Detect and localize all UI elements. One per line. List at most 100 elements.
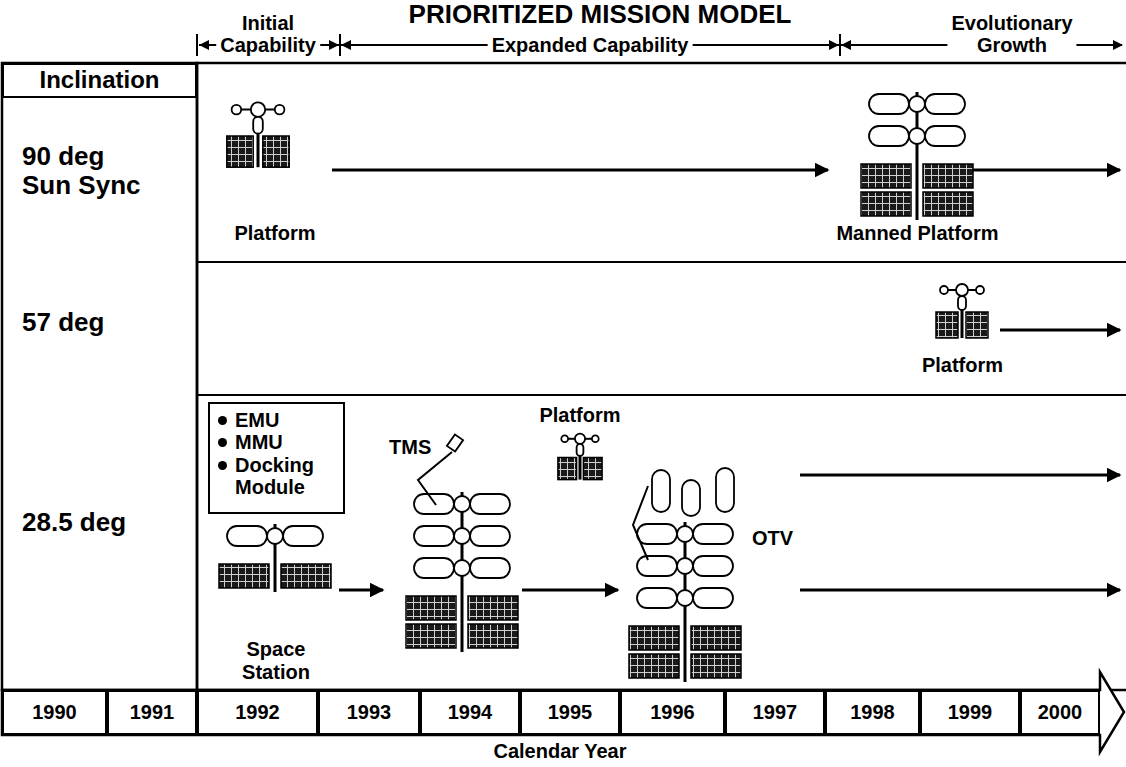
flow-arrow: [332, 169, 828, 172]
node-hub: [267, 528, 283, 544]
node-hub: [454, 496, 470, 512]
solar-array: [468, 624, 518, 648]
platform-icon-text: Platform: [539, 404, 620, 426]
solar-array: [861, 192, 911, 216]
module: [693, 556, 733, 576]
solar-array: [281, 564, 331, 588]
year-cell-text: 1995: [548, 701, 593, 723]
phase-tick: [839, 34, 841, 56]
solar-array: [629, 626, 679, 650]
module: [283, 526, 323, 546]
year-cell: 1997: [725, 690, 825, 735]
station-stage-text: TMS: [389, 436, 431, 458]
station-stage-text: OTV: [752, 527, 793, 549]
solar-array: [629, 654, 679, 678]
module: [470, 494, 510, 514]
row-arrow: [1000, 329, 1120, 332]
year-cell: 1990: [2, 690, 107, 735]
solar-array: [583, 458, 602, 480]
header-cell-text: Inclination: [40, 67, 160, 94]
module: [414, 558, 454, 578]
bullet-dot: [218, 416, 227, 425]
solar-array: [219, 564, 269, 588]
platform-icon: Manned Platform: [830, 84, 1005, 250]
bullet-dot: [218, 461, 227, 470]
module: [958, 296, 966, 310]
station-stage: TMS: [385, 430, 520, 662]
module: [925, 94, 965, 114]
row-label: 57 deg: [4, 308, 194, 348]
year-cell: 1999: [920, 690, 1020, 735]
solar-array: [861, 164, 911, 188]
platform-icon-text: Manned Platform: [836, 222, 998, 244]
module: [716, 468, 734, 512]
node-hub: [251, 102, 265, 116]
phase-label: Initial Capability: [216, 12, 320, 57]
row-arrow: [800, 589, 1120, 592]
solar-array: [406, 596, 456, 620]
row-label: 90 deg Sun Sync: [4, 142, 194, 222]
year-cell-text: 1996: [650, 701, 695, 723]
phase-arrow: [842, 44, 880, 46]
module: [925, 126, 965, 146]
header-cell: Inclination: [2, 63, 197, 98]
platform-icon: Platform: [220, 95, 330, 250]
module: [869, 126, 909, 146]
phase-arrow: [342, 44, 380, 46]
module: [693, 588, 733, 608]
module: [637, 556, 677, 576]
platform-icon: Platform: [530, 404, 630, 482]
table-frame: [197, 63, 1126, 690]
module: [693, 524, 733, 544]
row-label-text: 57 deg: [22, 308, 104, 337]
node-hub: [909, 96, 925, 112]
solar-array: [966, 312, 988, 338]
bullet-item: EMU: [216, 409, 279, 431]
year-cell: 1994: [420, 690, 520, 735]
year-cell: 1991: [107, 690, 197, 735]
phase-label-text: Expanded Capability: [488, 34, 693, 56]
phase-tick: [339, 34, 341, 56]
row-arrow: [958, 169, 1120, 172]
module: [577, 444, 584, 456]
module: [227, 526, 267, 546]
node-hub: [454, 560, 470, 576]
node-hub: [956, 284, 968, 296]
solar-array: [468, 596, 518, 620]
year-cell-text: 1993: [347, 701, 392, 723]
bullet-dot: [218, 438, 227, 447]
phase-tick: [196, 34, 198, 56]
node-hub: [909, 128, 925, 144]
year-cell: 1998: [825, 690, 920, 735]
axis-label: Calendar Year: [489, 740, 630, 762]
solar-array: [691, 626, 741, 650]
node-hub: [575, 434, 585, 444]
row-divider: [197, 394, 1126, 396]
solar-array: [406, 624, 456, 648]
row-arrow: [800, 474, 1120, 477]
solar-array: [691, 654, 741, 678]
node-hub: [677, 526, 693, 542]
solar-array: [923, 164, 973, 188]
module: [637, 524, 677, 544]
platform-icon: Platform: [915, 278, 1010, 378]
row-label-text: 28.5 deg: [22, 508, 126, 537]
year-cell: 1992: [197, 690, 318, 735]
node-hub: [454, 528, 470, 544]
year-cell: 1993: [318, 690, 420, 735]
phase-arrow: [800, 44, 838, 46]
row-label-text: 90 deg Sun Sync: [22, 142, 147, 200]
phase-label-text: Evolutionary Growth: [947, 12, 1076, 57]
module: [637, 588, 677, 608]
phase-label: Evolutionary Growth: [947, 12, 1076, 57]
platform-icon-text: Platform: [234, 222, 315, 244]
node-hub: [232, 105, 242, 115]
year-cell-text: 1997: [753, 701, 798, 723]
module: [253, 117, 263, 134]
solar-array: [558, 458, 577, 480]
flow-arrow: [339, 589, 383, 592]
phase-label-text: Initial Capability: [216, 12, 320, 57]
node-hub: [940, 286, 948, 294]
